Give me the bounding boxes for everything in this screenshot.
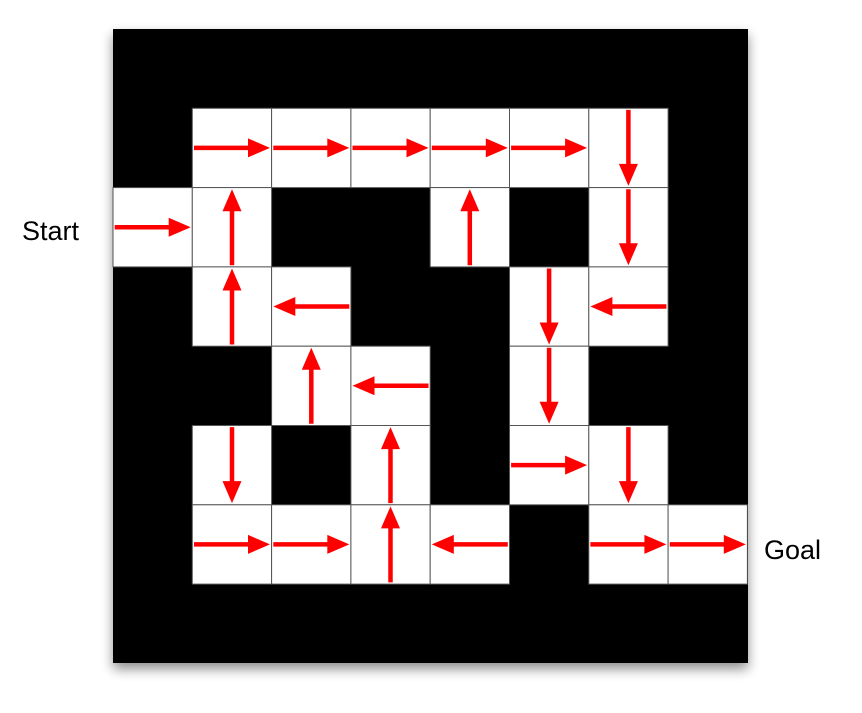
start-label: Start bbox=[22, 216, 80, 246]
policy-arrows bbox=[114, 109, 746, 583]
arrow-down-icon bbox=[618, 427, 638, 504]
arrow-left-icon bbox=[352, 376, 429, 396]
arrow-right-icon bbox=[273, 534, 350, 554]
arrow-right-icon bbox=[590, 534, 667, 554]
arrow-down-icon bbox=[539, 268, 559, 345]
arrow-right-icon bbox=[431, 138, 508, 158]
arrow-left-icon bbox=[273, 297, 350, 316]
arrow-down-icon bbox=[539, 347, 559, 424]
arrow-up-icon bbox=[460, 189, 480, 266]
arrow-right-icon bbox=[511, 138, 588, 158]
arrow-up-icon bbox=[381, 427, 400, 504]
arrow-up-icon bbox=[222, 268, 242, 345]
arrow-right-icon bbox=[511, 455, 588, 475]
arrow-up-icon bbox=[301, 347, 321, 424]
arrow-right-icon bbox=[194, 138, 270, 158]
goal-label: Goal bbox=[764, 535, 822, 565]
arrow-down-icon bbox=[222, 427, 242, 504]
arrow-right-icon bbox=[194, 534, 270, 554]
arrow-right-icon bbox=[273, 138, 350, 158]
arrow-left-icon bbox=[431, 534, 508, 554]
arrow-right-icon bbox=[352, 138, 429, 158]
arrow-right-icon bbox=[114, 217, 191, 237]
arrow-left-icon bbox=[590, 297, 667, 316]
arrow-down-icon bbox=[618, 109, 638, 186]
arrow-up-icon bbox=[381, 506, 400, 583]
arrow-right-icon bbox=[669, 534, 746, 554]
arrow-up-icon bbox=[222, 189, 242, 266]
maze-cells bbox=[112, 107, 748, 585]
arrow-down-icon bbox=[618, 189, 638, 266]
